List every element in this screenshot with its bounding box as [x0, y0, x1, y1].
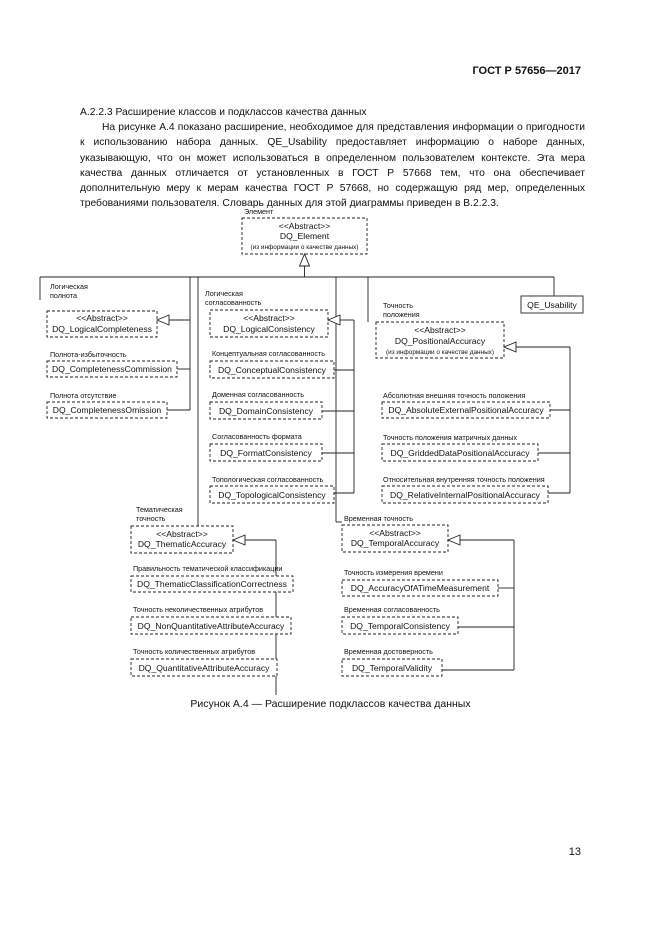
dq-temporal-consistency-class [341, 616, 459, 635]
pa-label-1: Точность [383, 301, 413, 310]
ta-name: DQ_ThematicAccuracy [138, 539, 227, 549]
tmp-child3-name: DQ_TemporalValidity [352, 663, 433, 673]
dq-gridded-data-positional-accuracy-class [381, 443, 539, 462]
qe-usability-class [520, 295, 584, 314]
dq-logical-consistency-class [209, 309, 329, 338]
lc-child2-label: Полнота отсутствие [50, 391, 116, 400]
section-paragraph: На рисунке А.4 показано расширение, необ… [80, 122, 585, 210]
ta-label-2: точность [136, 514, 166, 523]
dq-thematic-classification-correctness-class [130, 575, 294, 593]
dq-positional-accuracy-class [375, 321, 505, 359]
ta-stereotype: <<Abstract>> [156, 529, 208, 539]
ta-child2-label: Точность неколичественных атрибутов [133, 605, 263, 614]
generalization-arrow [298, 252, 311, 267]
dq-format-consistency-class [209, 443, 323, 462]
tmp-stereotype: <<Abstract>> [369, 528, 421, 538]
pa-child3-name: DQ_RelativeInternalPositionalAccuracy [390, 490, 541, 500]
pa-name: DQ_PositionalAccuracy [395, 336, 486, 346]
tmp-child2-name: DQ_TemporalConsistency [350, 621, 451, 631]
dq-temporal-accuracy-class [341, 524, 449, 553]
lcons-child2-label: Доменная согласованность [212, 390, 304, 399]
lcons-stereotype: <<Abstract>> [243, 313, 295, 323]
lcons-child2-name: DQ_DomainConsistency [219, 406, 314, 416]
dq-accuracy-of-a-time-measurement-class [341, 579, 499, 597]
tmp-label-1: Временная точность [344, 514, 413, 523]
lc-name: DQ_LogicalCompleteness [52, 324, 152, 334]
ta-child1-label: Правильность тематической классификации [133, 564, 282, 573]
section-heading: А.2.2.3 Расширение классов и подклассов … [80, 107, 367, 118]
ta-child3-label: Точность количественных атрибутов [133, 647, 255, 656]
tmp-name: DQ_TemporalAccuracy [351, 538, 440, 548]
lc-child2-name: DQ_CompletenessOmission [53, 405, 162, 415]
pa-child1-name: DQ_AbsoluteExternalPositionalAccuracy [388, 405, 544, 415]
section-text: А.2.2.3 Расширение классов и подклассов … [80, 105, 585, 211]
ta-child2-name: DQ_NonQuantitativeAttributeAccuracy [138, 621, 285, 631]
lc-child1-name: DQ_CompletenessCommission [52, 364, 172, 374]
pa-note: (из информации о качестве данных) [386, 349, 494, 356]
lcons-child4-label: Топологическая согласованность [212, 475, 324, 484]
lcons-child1-name: DQ_ConceptualConsistency [218, 365, 327, 375]
dq-quantitative-attribute-accuracy-class [130, 658, 278, 677]
root-label: Элемент [244, 207, 274, 216]
tmp-child1-name: DQ_AccuracyOfATimeMeasurement [351, 583, 490, 593]
dq-relative-internal-positional-accuracy-class [381, 485, 549, 504]
dq-domain-consistency-class [209, 401, 323, 420]
lc-label-2: полнота [50, 291, 77, 300]
dq-logical-completeness-class [46, 310, 158, 338]
dq-conceptual-consistency-class [209, 360, 335, 379]
lcons-child3-label: Согласованность формата [212, 432, 302, 441]
lc-stereotype: <<Abstract>> [76, 313, 128, 323]
lc-child1-label: Полнота-избыточность [50, 350, 127, 359]
page-number: 13 [568, 846, 581, 858]
root-name: DQ_Element [280, 231, 330, 241]
tmp-child2-label: Временная согласованность [344, 605, 440, 614]
pa-child1-label: Абсолютная внешняя точность положения [383, 391, 525, 400]
lcons-child3-name: DQ_FormatConsistency [220, 448, 312, 458]
document-header: ГОСТ Р 57656—2017 [472, 65, 581, 77]
pa-stereotype: <<Abstract>> [414, 325, 466, 335]
lc-label-1: Логическая [50, 282, 88, 291]
ta-child3-name: DQ_QuantitativeAttributeAccuracy [139, 663, 271, 673]
lcons-child4-name: DQ_TopologicalConsistency [218, 490, 326, 500]
dq-element-class [241, 217, 368, 255]
dq-non-quantitative-attribute-accuracy-class [130, 616, 292, 635]
lcons-name: DQ_LogicalConsistency [223, 324, 315, 334]
ta-label-1: Тематическая [136, 505, 183, 514]
pa-child3-label: Относительная внутренняя точность положе… [383, 475, 545, 484]
tmp-child1-label: Точность измерения времени [344, 568, 443, 577]
pa-child2-label: Точность положения матричных данных [383, 433, 517, 442]
dq-temporal-validity-class [341, 658, 443, 677]
figure-caption: Рисунок А.4 — Расширение подклассов каче… [190, 698, 471, 710]
dq-topological-consistency-class [209, 485, 335, 504]
tmp-child3-label: Временная достоверность [344, 647, 433, 656]
lcons-label-1: Логическая [205, 289, 243, 298]
ta-child1-name: DQ_ThematicClassificationCorrectness [137, 579, 287, 589]
lcons-child1-label: Концептуальная согласованность [212, 349, 325, 358]
dq-thematic-accuracy-class [130, 525, 234, 554]
qe-usability-name: QE_Usability [527, 300, 577, 310]
root-note: (из информации о качестве данных) [251, 244, 359, 251]
lcons-label-2: согласованность [205, 298, 262, 307]
pa-child2-name: DQ_GriddedDataPositionalAccuracy [391, 448, 531, 458]
pa-label-2: положения [383, 310, 420, 319]
root-stereotype: <<Abstract>> [279, 221, 331, 231]
